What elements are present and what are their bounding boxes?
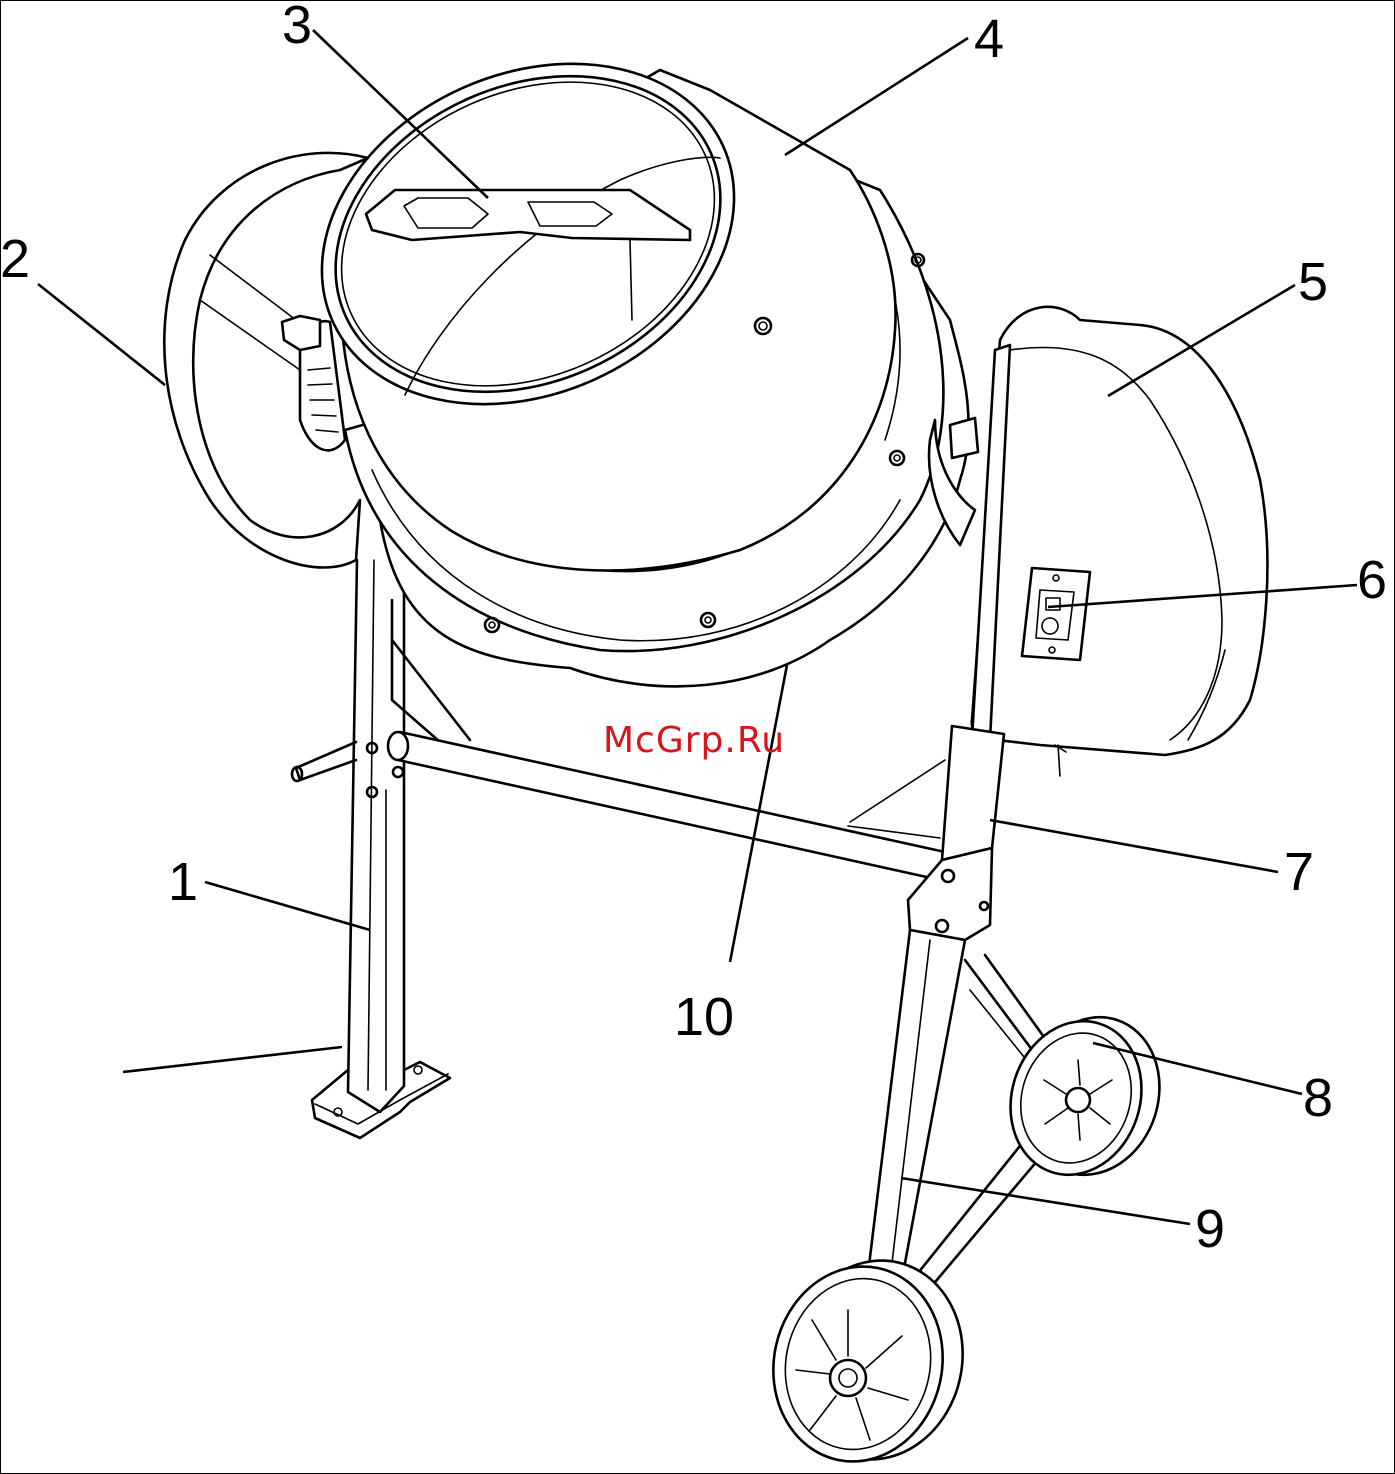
callout-1: 1 [168, 852, 198, 912]
leader-line-4 [785, 38, 968, 155]
leader-line-2 [38, 284, 165, 385]
callout-3: 3 [282, 0, 312, 55]
small-wheel [991, 1000, 1179, 1193]
large-wheel [755, 1244, 980, 1474]
leader-line-7 [990, 820, 1278, 872]
callout-5: 5 [1298, 252, 1328, 312]
callout-4: 4 [974, 9, 1004, 69]
callout-9: 9 [1195, 1199, 1225, 1259]
watermark: McGrp.Ru [603, 720, 785, 761]
leader-line-1 [205, 882, 370, 930]
callout-8: 8 [1303, 1068, 1333, 1128]
leader-line-ground [123, 1047, 342, 1072]
callout-10: 10 [674, 987, 734, 1047]
callout-2: 2 [0, 229, 30, 289]
callout-7: 7 [1284, 842, 1314, 902]
motor-housing [929, 307, 1267, 776]
switch-box [1022, 568, 1090, 660]
callout-6: 6 [1357, 550, 1387, 610]
leader-line-9 [901, 1178, 1190, 1224]
front-leg [908, 726, 1004, 940]
rear-support-leg [292, 560, 470, 1138]
